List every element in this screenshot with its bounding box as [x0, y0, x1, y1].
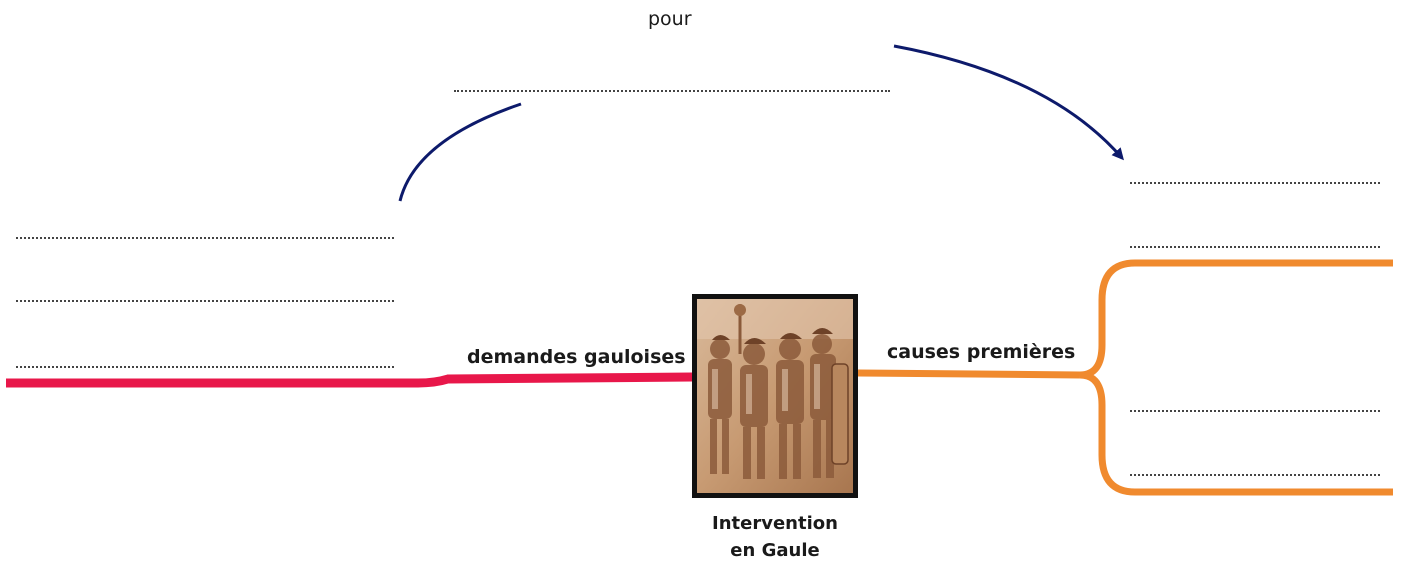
left-branch-label: demandes gauloises — [467, 346, 686, 368]
right-branch-brace — [1079, 259, 1393, 496]
arc-left-stroke — [398, 102, 522, 202]
blank-line-left-1[interactable] — [16, 237, 394, 239]
blank-line-right-2[interactable] — [1130, 246, 1380, 248]
arc-right-arrow — [893, 44, 1124, 161]
central-title-line1: Intervention — [712, 513, 838, 534]
roman-soldiers-relief-image — [692, 294, 858, 498]
blank-line-right-3[interactable] — [1130, 410, 1380, 412]
blank-line-right-1[interactable] — [1130, 182, 1380, 184]
blank-line-left-2[interactable] — [16, 300, 394, 302]
blank-line-left-3[interactable] — [16, 366, 394, 368]
left-branch-line — [6, 372, 693, 388]
right-branch-trunk — [857, 369, 1081, 379]
blank-line-top[interactable] — [454, 90, 890, 92]
central-node-title: Intervention en Gaule — [690, 510, 860, 564]
right-branch-label: causes premières — [887, 341, 1076, 363]
central-title-line2: en Gaule — [730, 540, 820, 561]
blank-line-right-4[interactable] — [1130, 474, 1380, 476]
arc-label-pour: pour — [648, 8, 692, 30]
